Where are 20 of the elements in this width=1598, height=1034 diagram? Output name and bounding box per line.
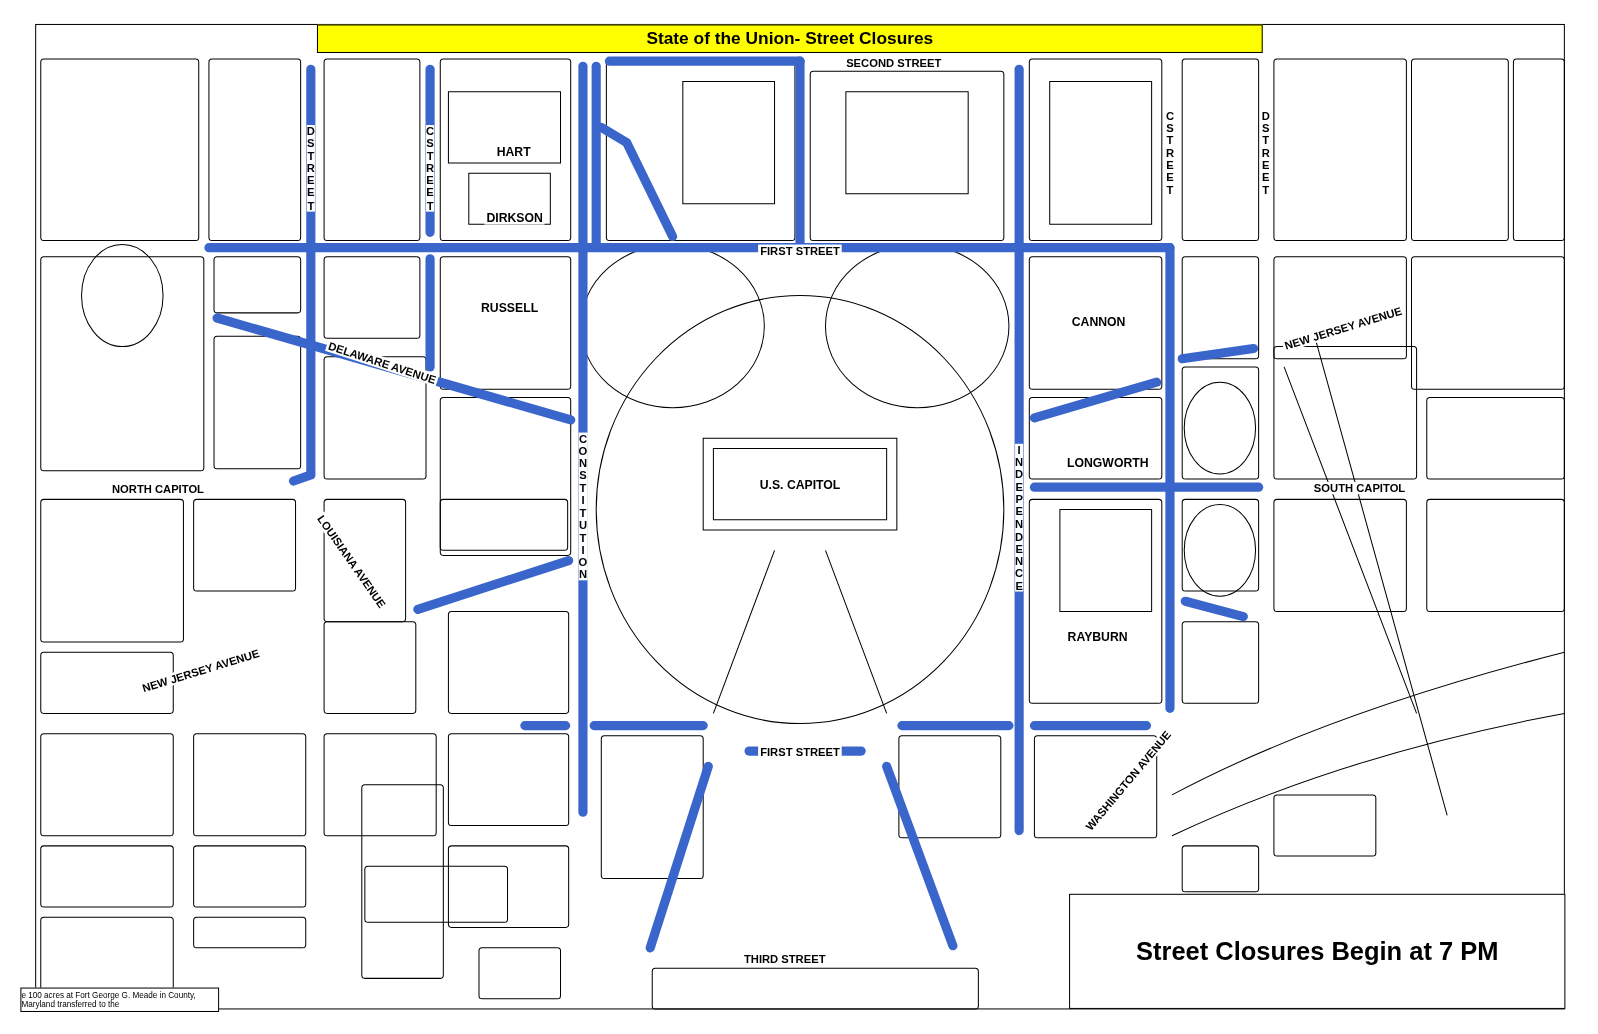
street-label: D STREET [1261,109,1270,196]
street-label: NORTH CAPITOL [109,483,206,496]
title-banner: State of the Union- Street Closures [316,24,1263,53]
street-label: C STREET [1165,109,1174,196]
street-label: C STREET [426,125,435,212]
building-label: CANNON [1069,315,1128,329]
note-text: Street Closures Begin at 7 PM [1136,936,1499,966]
building-label: DIRKSON [484,211,545,225]
text-box [20,987,220,1012]
fragment-text: e 100 acres at Fort George G. Meade in County, Maryland transferred to the [21,990,197,1010]
street-label: D STREET [306,125,315,212]
street-label: CONSTITUTION [578,432,588,581]
street-label: FIRST STREET [758,244,842,257]
street-label: SECOND STREET [844,57,944,70]
building-label: U.S. CAPITOL [757,478,843,492]
street-label: SOUTH CAPITOL [1311,482,1408,495]
note-box [1069,893,1566,1009]
street-label: INDEPENDENCE [1015,443,1024,592]
street-label: FIRST STREET [758,745,842,759]
street-label: THIRD STREET [741,952,828,966]
